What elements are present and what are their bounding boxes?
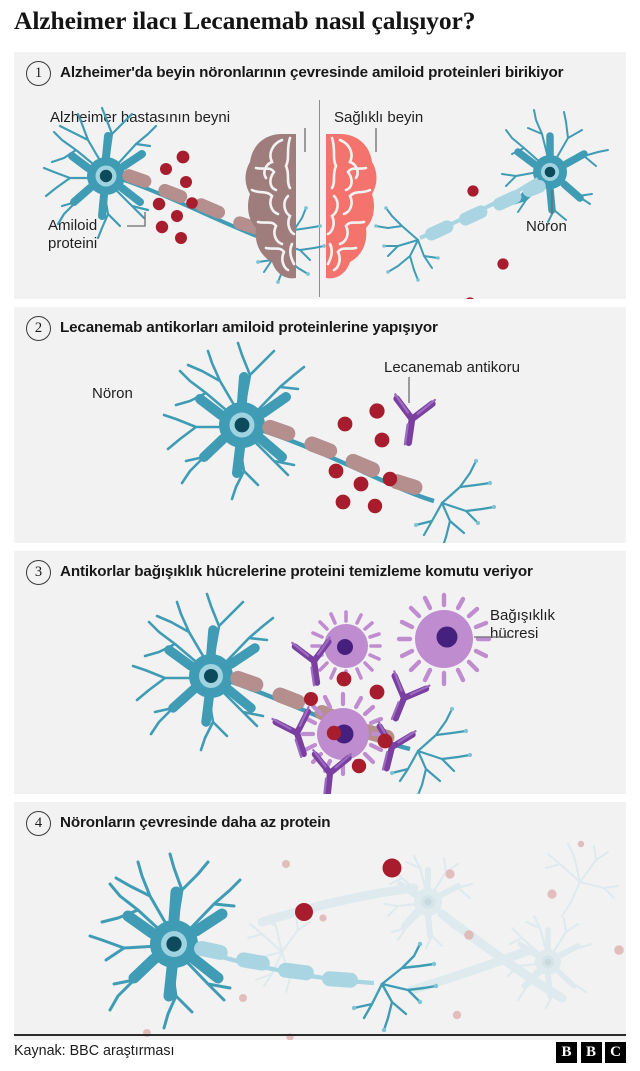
panel-1-divider [319,100,321,297]
step-1-title: Alzheimer'da beyin nöronlarının çevresin… [60,64,564,81]
amyloid-proteins-4 [143,840,624,1040]
step-2-number: 2 [26,316,51,341]
neuron-4 [88,852,242,1030]
page-title: Alzheimer ilacı Lecanemab nasıl çalışıyo… [14,6,476,35]
step-1-number: 1 [26,61,51,86]
faded-neuron-c [243,913,311,993]
antibody-3c [271,706,312,758]
label-diseased-brain: Alzheimer hastasının beyni [50,109,231,126]
amyloid-proteins-2 [328,403,398,514]
step-panel-2: 2 Lecanemab antikorları amiloid proteinl… [14,307,626,543]
label-antibody: Lecanemab antikoru [384,359,520,376]
antibody-3b [390,670,431,722]
neuron-4-terminal [351,941,439,1033]
amyloid-proteins-healthy [466,185,509,299]
step-panel-4: 4 Nöronların çevresinde daha az protein [14,802,626,1040]
step-panel-1: 1 Alzheimer'da beyin nöronlarının çevres… [14,52,626,299]
neuron-2 [162,341,306,501]
healthy-neuron-terminal [374,206,440,282]
healthy-axon [419,177,546,241]
healthy-neuron [501,109,609,223]
step-4-header: 4 Nöronların çevresinde daha az protein [26,811,616,836]
step-3-header: 3 Antikorlar bağışıklık hücrelerine prot… [26,560,616,585]
label-neuron-2: Nöron [92,385,133,402]
neuron-2-terminal [413,458,497,543]
panel-2-illustration [162,341,497,543]
faded-neuron-network [243,843,619,1010]
step-1-header: 1 Alzheimer'da beyin nöronlarının çevres… [26,61,616,86]
faded-amyloid-residue [143,840,624,1040]
step-panel-3: 3 Antikorlar bağışıklık hücrelerine prot… [14,551,626,794]
neuron-3-terminal [389,706,473,794]
step-2-title: Lecanemab antikorları amiloid proteinler… [60,319,438,336]
axon-2 [262,419,435,504]
diseased-neuron [42,106,158,240]
step-3-number: 3 [26,560,51,585]
axon-4 [194,941,375,988]
panel-3-illustration [131,592,512,794]
amyloid-proteins-3 [304,671,393,774]
step-2-header: 2 Lecanemab antikorları amiloid proteinl… [26,316,616,341]
step-3-title: Antikorlar bağışıklık hücrelerine protei… [60,563,533,580]
antibody-3a [291,636,332,687]
step-4-number: 4 [26,811,51,836]
label-healthy-brain: Sağlıklı beyin [334,109,424,126]
panel-4-illustration [88,840,624,1040]
bbc-logo-letter-c: C [605,1042,626,1063]
panel-1-leader-lines [127,128,553,227]
footer-divider [14,1034,626,1036]
immune-cell-mid [310,610,382,682]
step-4-title: Nöronların çevresinde daha az protein [60,814,331,831]
panel-1-illustration [42,106,609,299]
faded-neuron-b [502,914,594,1010]
lecanemab-antibody-2 [393,393,437,447]
bbc-logo: B B C [556,1042,626,1063]
antibody-3e [311,749,353,794]
immune-cell-large-top [396,592,492,687]
brain-diseased [245,134,296,279]
brain-healthy [326,134,377,279]
label-neuron-1: Nöron [526,218,567,235]
label-immune-cell: Bağışıklık hücresi [490,607,556,642]
amyloid-proteins-diseased [152,150,198,244]
bbc-logo-letter-b2: B [580,1042,602,1063]
faded-neuron-d [545,843,619,917]
bbc-logo-letter-b1: B [556,1042,577,1063]
source-text: Kaynak: BBC araştırması [14,1043,175,1059]
neuron-3 [131,592,275,752]
